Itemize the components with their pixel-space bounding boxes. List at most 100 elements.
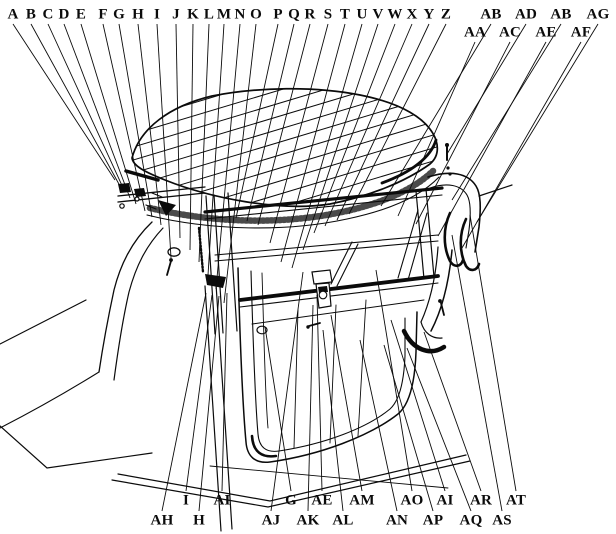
leader-line-G bbox=[118, 23, 153, 218]
leader-line-M bbox=[207, 23, 225, 276]
clip-block bbox=[118, 183, 131, 193]
leader-line-AL bbox=[322, 329, 344, 512]
leader-line-I bbox=[156, 23, 172, 259]
washer bbox=[134, 196, 140, 202]
leader-line-N bbox=[215, 23, 241, 290]
b-pillar-outer bbox=[430, 249, 453, 332]
door-outer bbox=[237, 267, 418, 464]
leader-line-AT bbox=[469, 214, 517, 492]
leader-line-Z bbox=[348, 23, 447, 215]
leader-line-AF bbox=[461, 41, 582, 249]
roof-rear-edge bbox=[380, 138, 438, 185]
clip-block bbox=[134, 188, 146, 197]
window-channel bbox=[357, 299, 367, 437]
header-rails bbox=[203, 184, 513, 325]
top-callout-Q: Q bbox=[288, 6, 300, 23]
leader-line-X bbox=[324, 23, 413, 227]
leader-line-F bbox=[102, 23, 146, 212]
leader-line-AS bbox=[451, 234, 503, 512]
top-callout-I: I bbox=[153, 6, 161, 23]
window-channel bbox=[293, 309, 299, 449]
bottom-callout-I: I bbox=[182, 492, 190, 509]
leader-line-AC bbox=[415, 41, 511, 225]
nut-dot bbox=[446, 166, 450, 170]
leader-line-H bbox=[137, 23, 162, 226]
frame-pillar bbox=[227, 192, 238, 332]
top-callout-S: S bbox=[323, 6, 333, 23]
top-callout-O: O bbox=[250, 6, 262, 23]
check-arm bbox=[401, 328, 447, 354]
latch-top bbox=[311, 269, 333, 285]
top-callout-Y: Y bbox=[423, 6, 435, 23]
bottom-callout-AE: AE bbox=[311, 492, 333, 509]
leader-line-K bbox=[189, 23, 194, 251]
leader-line-AA bbox=[397, 41, 476, 217]
check-hook bbox=[443, 211, 465, 268]
leader-line-AP bbox=[383, 344, 434, 512]
bottom-callout-AM: AM bbox=[349, 492, 375, 509]
leader-line-D bbox=[63, 23, 131, 199]
leader-line-AI bbox=[390, 319, 446, 492]
leader-line-V bbox=[302, 23, 379, 251]
pillar-up bbox=[407, 212, 428, 281]
leader-line-I bbox=[185, 294, 213, 492]
bottom-callout-H: H bbox=[193, 512, 205, 529]
top-callout-L: L bbox=[203, 6, 215, 23]
bottom-callout-AI: AI bbox=[436, 492, 454, 509]
top-callout-AA: AA bbox=[463, 24, 487, 41]
latch-roller bbox=[318, 290, 328, 300]
top-callout-U: U bbox=[356, 6, 368, 23]
leader-line-J bbox=[175, 23, 181, 239]
leader-lines bbox=[12, 23, 599, 512]
leader-line-A bbox=[12, 23, 116, 181]
drip-rail-dark bbox=[203, 186, 444, 214]
leader-line-AB bbox=[380, 23, 492, 207]
top-callout-T: T bbox=[339, 6, 351, 23]
bottom-callout-AH: AH bbox=[150, 512, 174, 529]
bottom-callout-AT: AT bbox=[505, 492, 527, 509]
bolt bbox=[440, 302, 445, 316]
corner-bracket bbox=[427, 143, 482, 316]
top-callout-AB: AB bbox=[550, 6, 572, 23]
bottom-callout-AJ: AJ bbox=[261, 512, 281, 529]
roof-seal-band bbox=[146, 167, 437, 224]
top-callout-G: G bbox=[113, 6, 125, 23]
drip-rail-thin bbox=[204, 194, 443, 220]
leader-line-C bbox=[47, 23, 126, 193]
leader-line-AJ bbox=[270, 271, 304, 512]
bottom-callout-AS: AS bbox=[492, 512, 512, 529]
top-callout-B: B bbox=[25, 6, 37, 23]
dark-bar bbox=[124, 169, 160, 182]
leader-line-U bbox=[291, 23, 363, 269]
leader-line-G bbox=[264, 326, 292, 492]
top-callout-P: P bbox=[273, 6, 283, 23]
leader-line-O bbox=[223, 23, 257, 304]
window-channel bbox=[329, 304, 337, 444]
leader-line-AE bbox=[437, 41, 547, 237]
diagonal-brace bbox=[330, 241, 353, 285]
leader-line-R bbox=[257, 23, 311, 226]
mid-rail bbox=[214, 234, 439, 256]
top-callout-W: W bbox=[387, 6, 403, 23]
leader-line-AO bbox=[375, 269, 413, 492]
leader-line-AM bbox=[330, 314, 363, 492]
a-pillar bbox=[98, 221, 153, 373]
header-rail-left-cluster bbox=[117, 169, 206, 216]
seal-corner bbox=[205, 274, 226, 288]
a-pillar bbox=[113, 227, 164, 381]
leader-line-Y bbox=[336, 23, 430, 221]
bottom-callout-AQ: AQ bbox=[459, 512, 483, 529]
leader-line-AH bbox=[161, 292, 207, 512]
cowl-corner bbox=[0, 425, 153, 469]
bottom-callout-G: G bbox=[285, 492, 297, 509]
bottom-callout-AL: AL bbox=[332, 512, 354, 529]
door-corner-seal bbox=[250, 434, 278, 458]
bottom-callout-AR: AR bbox=[469, 492, 493, 509]
top-callout-AE: AE bbox=[535, 24, 557, 41]
bottom-callout-AO: AO bbox=[400, 492, 424, 509]
top-callout-H: H bbox=[132, 6, 144, 23]
floor-line bbox=[209, 465, 449, 489]
leader-line-E bbox=[80, 23, 137, 205]
latch-dark bbox=[318, 286, 328, 293]
